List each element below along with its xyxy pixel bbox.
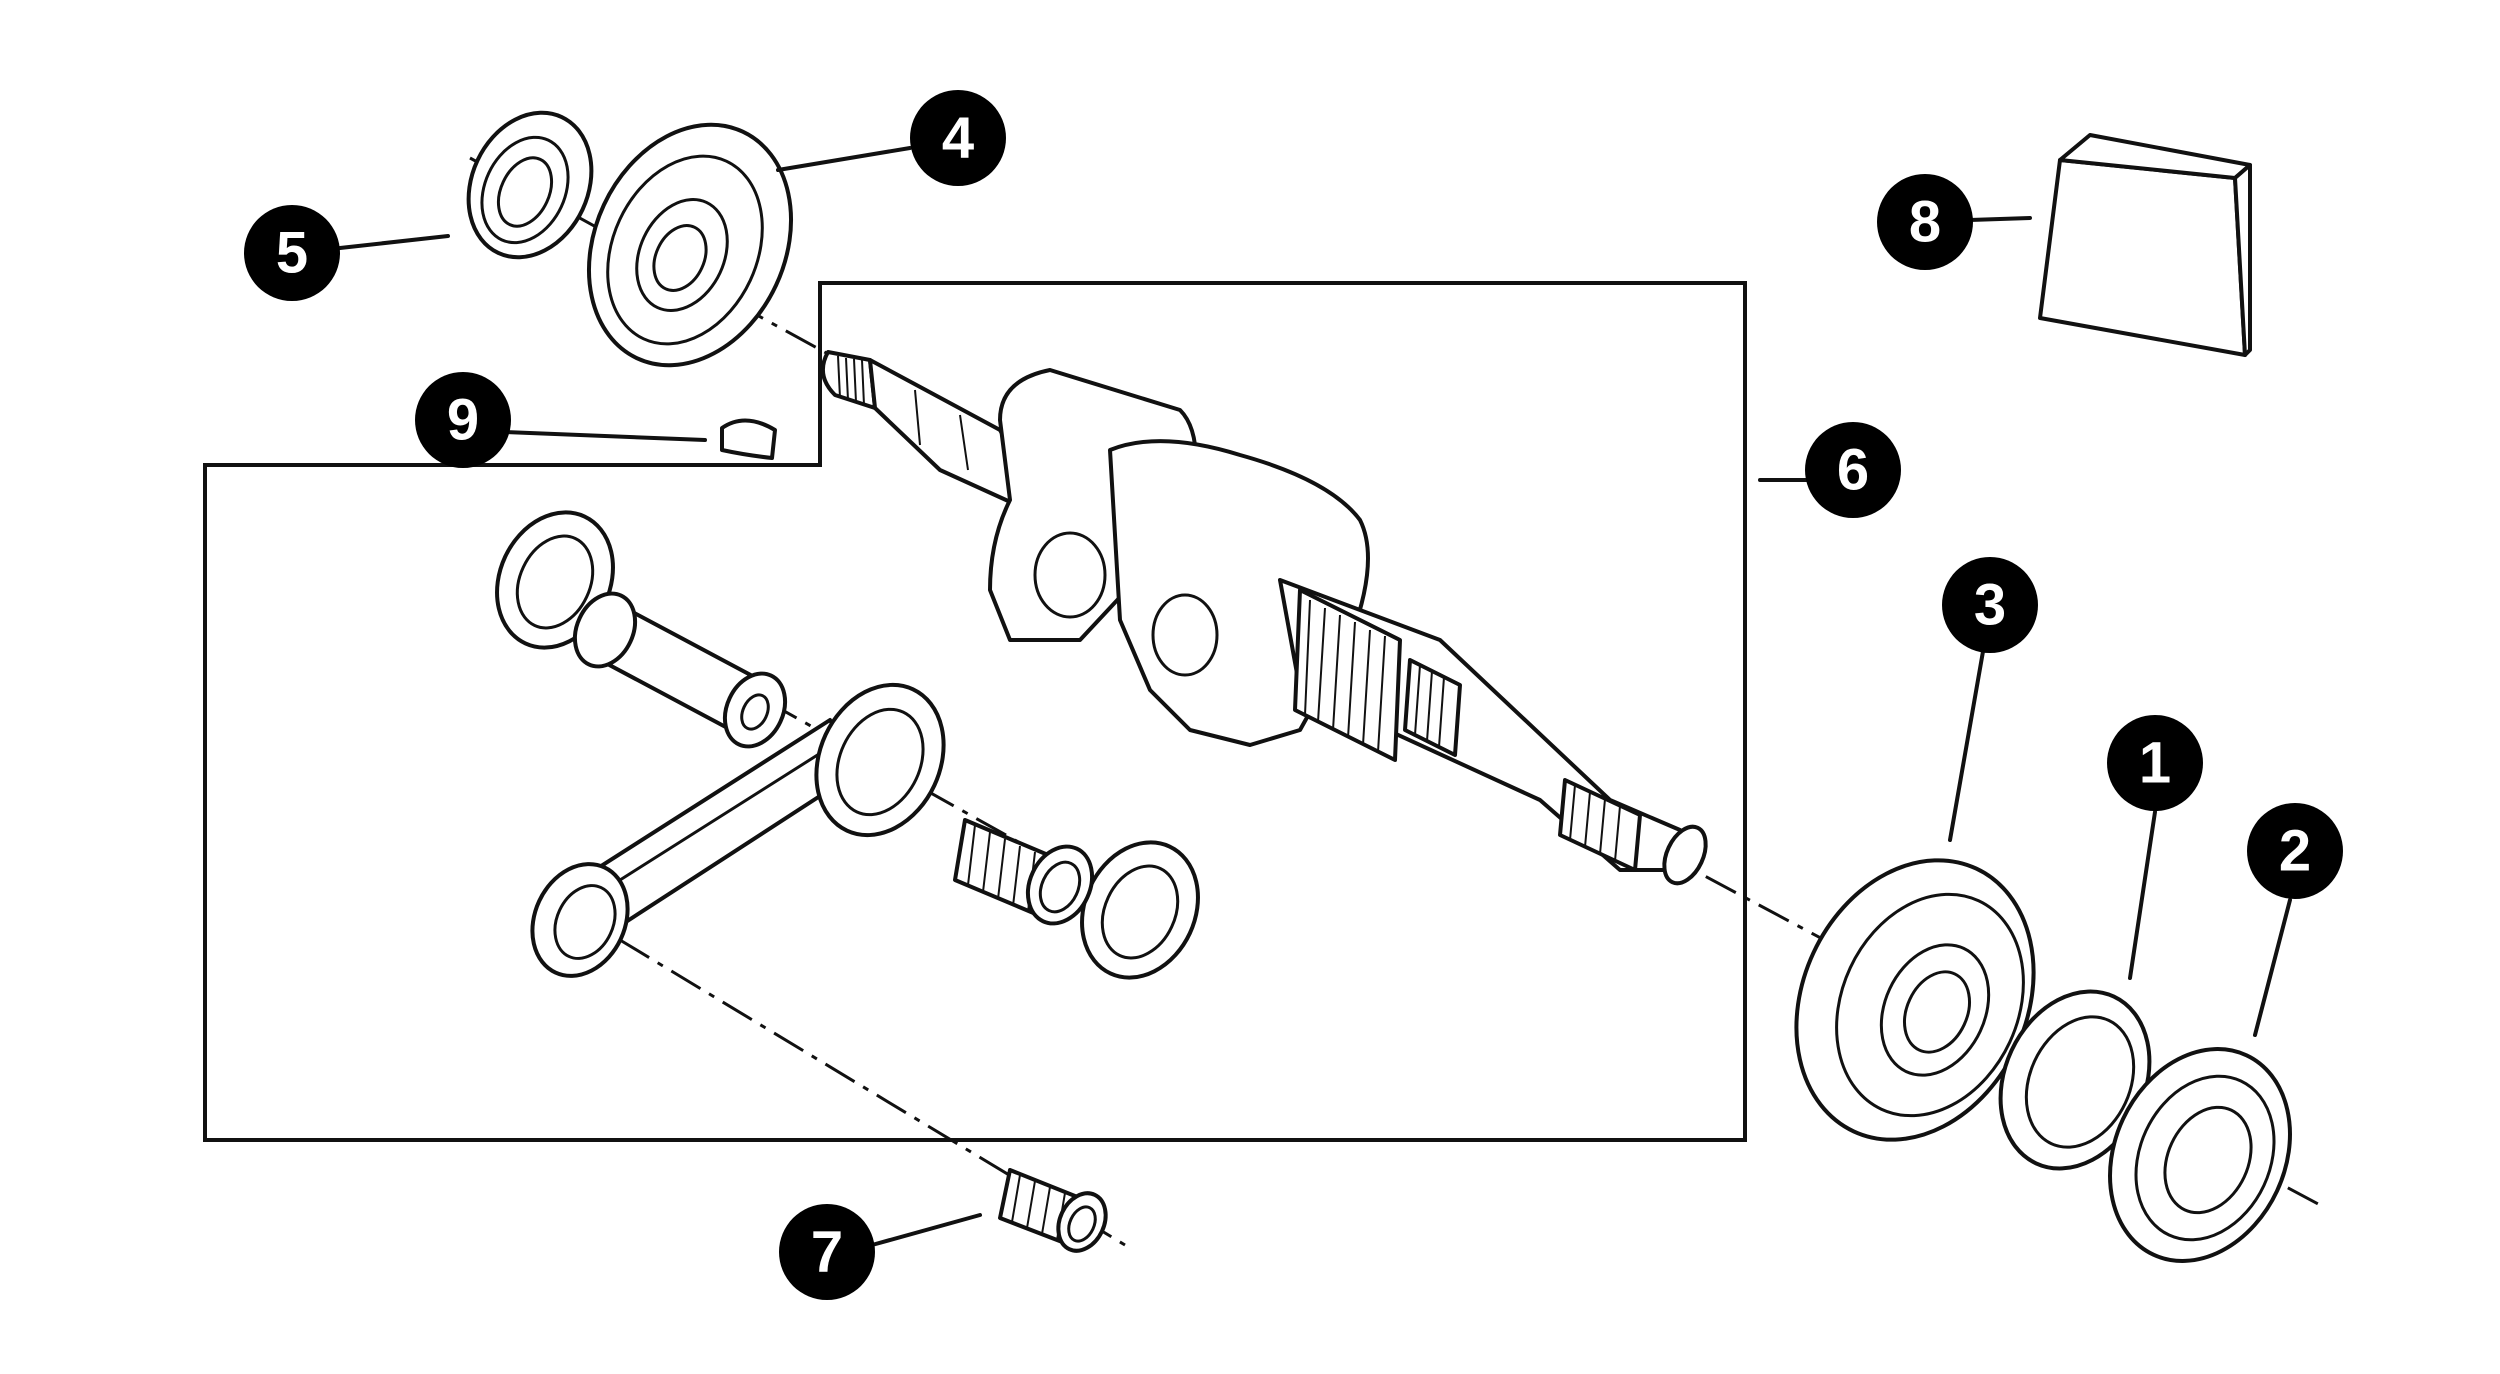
leader-line-9 [503,430,707,442]
callout-1-label: 1 [2139,731,2171,796]
connecting-rod [530,682,946,978]
woodruff-key [720,418,777,460]
small-end-needle-bearing [998,1168,1108,1253]
ball-bearing-left [586,122,794,368]
callout-2: 2 [2247,803,2343,899]
leader-line-4 [776,146,912,172]
callout-3-label: 3 [1974,573,2006,638]
leader-line-7 [870,1213,982,1247]
callout-9: 9 [415,372,511,468]
callout-8-label: 8 [1909,190,1941,255]
crankshaft [820,350,1708,886]
callout-6: 6 [1805,422,1901,518]
ball-bearing-right [1794,858,2036,1142]
spacer-ring [1998,989,2152,1171]
callout-3: 3 [1942,557,2038,653]
thrust-washer-lower [1080,840,1200,980]
crank-pin [572,591,788,749]
callout-7-label: 7 [811,1220,843,1285]
callout-9-label: 9 [447,388,479,453]
callout-7: 7 [779,1204,875,1300]
assembly-frame [203,281,1747,1142]
leader-line-3 [1948,638,1987,842]
big-end-needle-bearing [953,818,1095,926]
leader-line-8 [1968,216,2032,222]
leader-line-5 [338,234,450,250]
leader-line-2 [2253,898,2292,1037]
callout-5: 5 [244,205,340,301]
callout-8: 8 [1877,174,1973,270]
callout-4: 4 [910,90,1006,186]
callout-2-label: 2 [2279,819,2311,884]
leader-line-1 [2128,810,2157,980]
callout-6-label: 6 [1837,438,1869,503]
parts-bag [2038,133,2252,357]
callout-5-label: 5 [276,221,308,286]
oil-seal-left [466,110,594,260]
callout-4-label: 4 [942,106,974,171]
callout-1: 1 [2107,715,2203,811]
oil-seal-right [2108,1047,2292,1263]
